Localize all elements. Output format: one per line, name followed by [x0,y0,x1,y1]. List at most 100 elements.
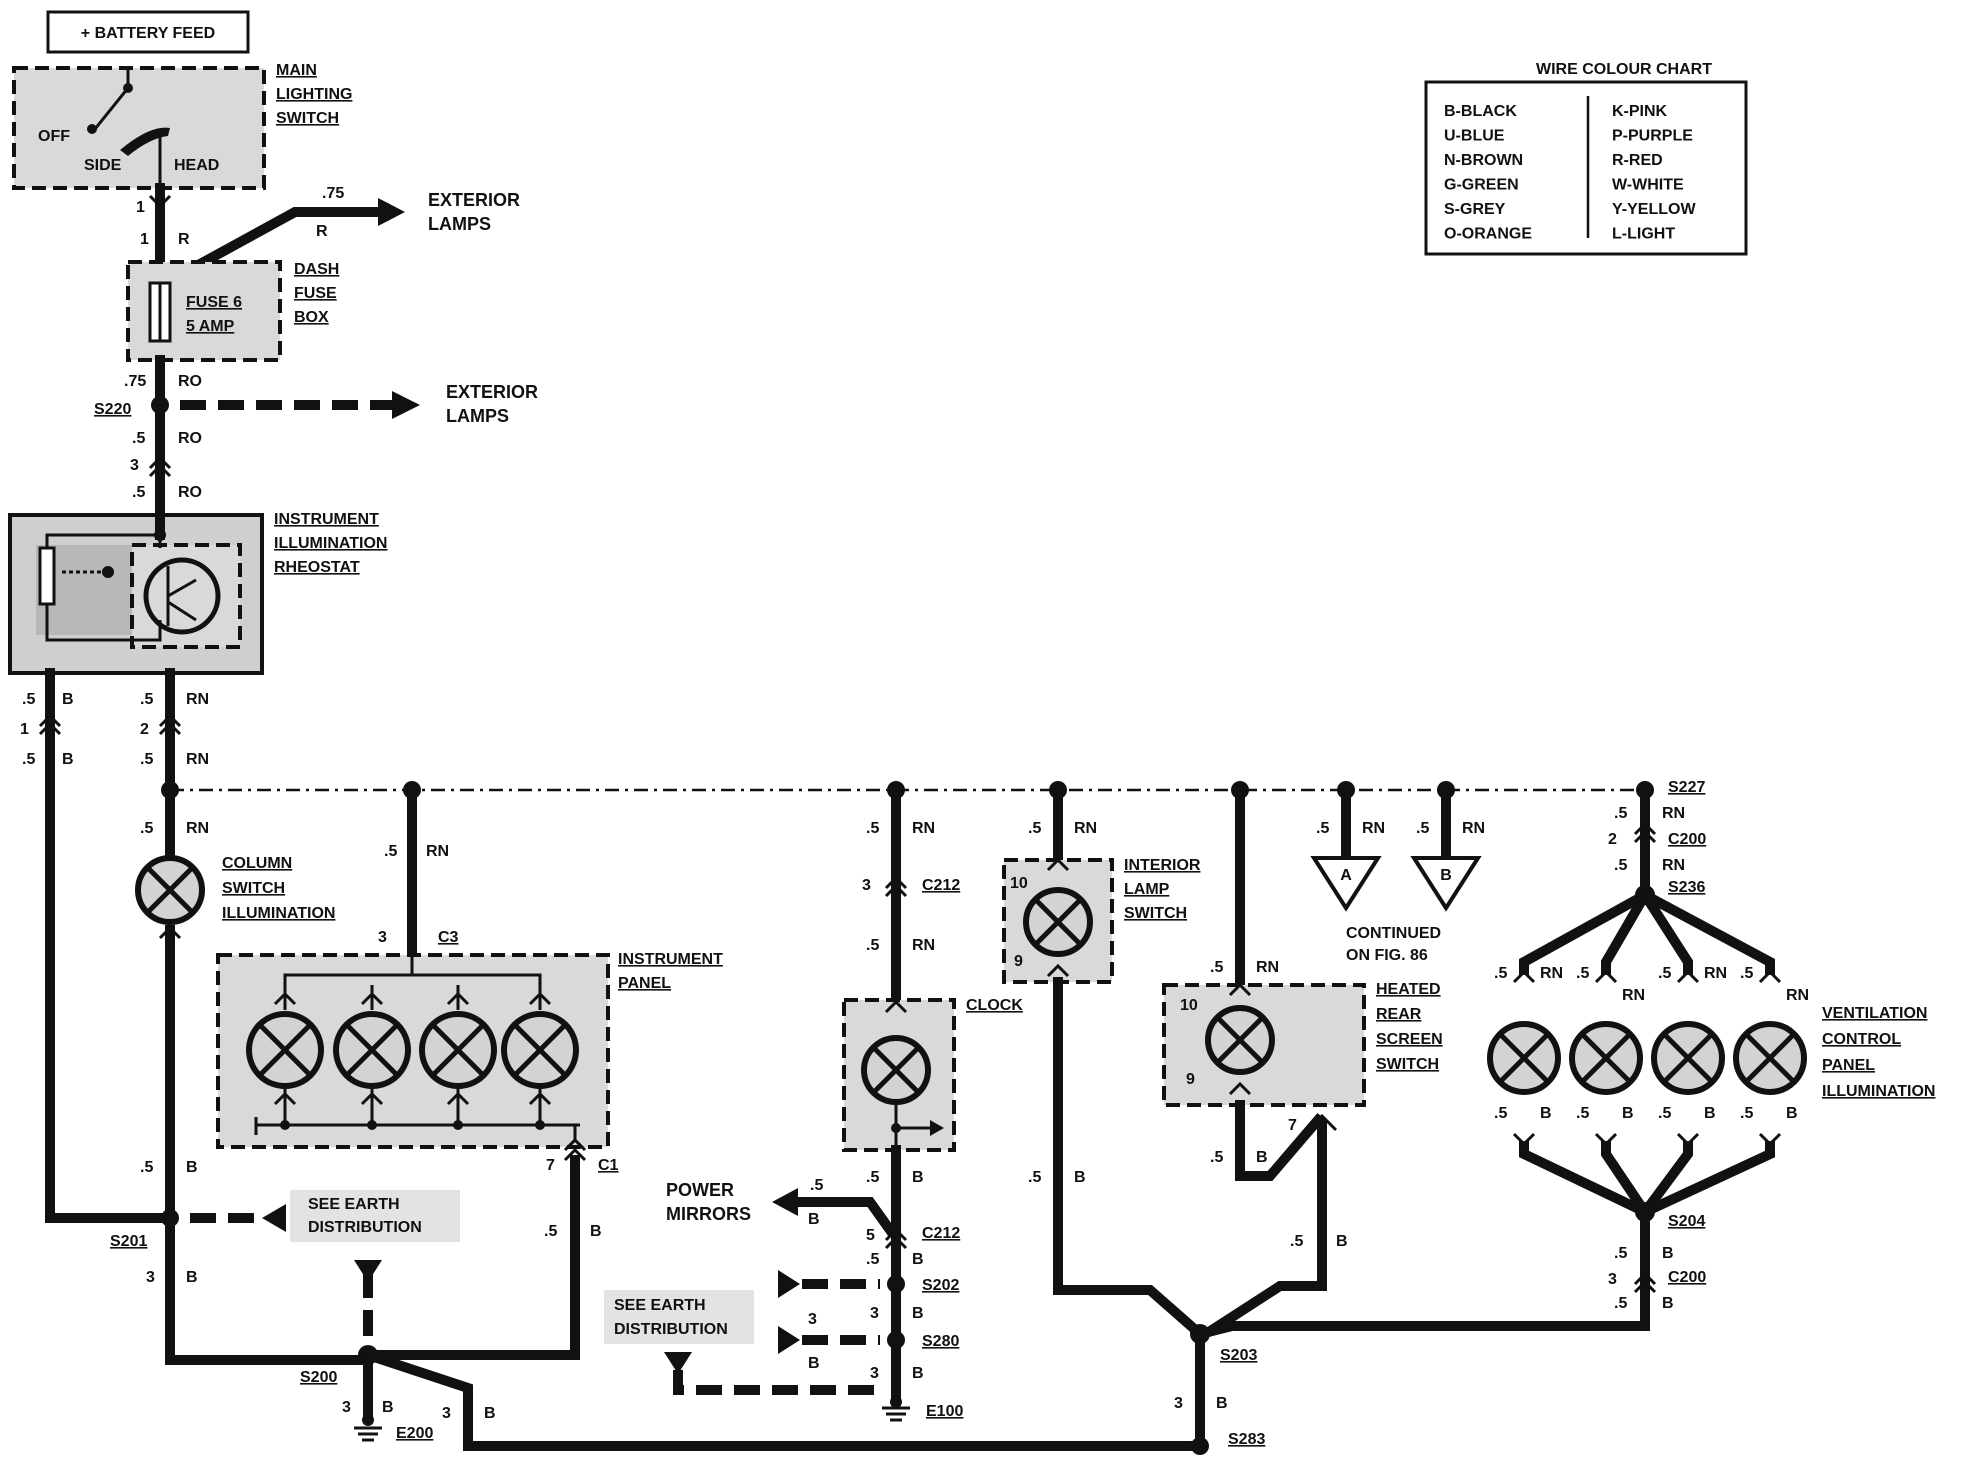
wire-color-b-4: B [186,1269,198,1286]
vent-wire-size-top: .5 [1740,965,1753,982]
splice-s203: S203 [1220,1347,1257,1364]
wire-size-5-a: .5 [132,430,145,447]
wire-size-5-mirror: .5 [810,1177,823,1194]
pin-3-s280-left: 3 [808,1311,817,1328]
column-switch-illumination: .5 RN COLUMN SWITCH ILLUMINATION [135,820,335,940]
clock: CLOCK [842,997,1023,1152]
wire-size-5-p: .5 [1028,1169,1041,1186]
wire-chart-right-entry: R-RED [1612,152,1663,169]
wire-chart-right-entry: Y-YELLOW [1612,201,1696,218]
wire-color-b-6: B [382,1399,394,1416]
pin-3: 3 [130,457,139,474]
instrument-panel: INSTRUMENT PANEL [216,951,723,1152]
wire-size-5-j: .5 [544,1223,557,1240]
see-earth-1-l2: DISTRIBUTION [308,1219,422,1236]
wire-color-b-5: B [590,1223,602,1240]
wire-color-b-17: B [1662,1245,1674,1262]
pin-1-top: 1 [136,199,145,216]
exterior-lamps-1-l1: EXTERIOR [428,190,520,210]
rheostat-label-2: ILLUMINATION [274,535,387,552]
wire-color-rn-9: RN [1362,820,1385,837]
pin-3-c200: 3 [1608,1271,1617,1288]
side-label: SIDE [84,157,122,174]
wire-color-rn-8: RN [1256,959,1279,976]
ventilation-label-4: ILLUMINATION [1822,1083,1935,1100]
wire-color-b-14: B [1256,1149,1268,1166]
wire-size-75: .75 [124,373,146,390]
heated-label-4: SWITCH [1376,1056,1439,1073]
wire-size-5-q: .5 [1210,959,1223,976]
vent-wire-color-top: RN [1704,965,1727,982]
wire-chart-title: WIRE COLOUR CHART [1536,61,1712,78]
dash-fuse-label-2: FUSE [294,285,337,302]
dash-fuse-label-1: DASH [294,261,339,278]
splice-s227: S227 [1668,779,1705,796]
battery-feed-label: + BATTERY FEED [81,25,215,42]
vent-wire-size-bottom: .5 [1494,1105,1507,1122]
exterior-lamps-1-l2: LAMPS [428,214,491,234]
wire-size-5-y: .5 [1614,1295,1627,1312]
interior-lamp-label-2: LAMP [1124,881,1170,898]
splice-s204: S204 [1668,1213,1705,1230]
wire-size-5-l: .5 [866,937,879,954]
continued-a: A [1340,867,1352,884]
wire-color-ro-1: RO [178,373,202,390]
ventilation-label-3: PANEL [1822,1057,1875,1074]
continued-label-1: CONTINUED [1346,925,1441,942]
pin-3-s280: 3 [870,1305,879,1322]
wire-size-5-b: .5 [132,484,145,501]
power-mirrors-l1: POWER [666,1180,734,1200]
instrument-panel-lamp [333,985,411,1130]
wire-color-rn-7: RN [1074,820,1097,837]
vent-wire-color-bottom: B [1622,1105,1634,1122]
exterior-lamps-2-l1: EXTERIOR [446,382,538,402]
wire-color-rn-10: RN [1462,820,1485,837]
wire-size-5-k: .5 [866,820,879,837]
pin-2-c200: 2 [1608,831,1617,848]
ventilation-label-2: CONTROL [1822,1031,1901,1048]
pin-5-c212: 5 [866,1227,875,1244]
wire-color-rn-11: RN [1662,805,1685,822]
wire-size-5-n: .5 [866,1251,879,1268]
vent-wire-size-top: .5 [1494,965,1507,982]
see-earth-1-l1: SEE EARTH [308,1196,400,1213]
vent-wire-color-top: RN [1540,965,1563,982]
instrument-panel-label-1: INSTRUMENT [618,951,723,968]
pin-7-c1: 7 [546,1157,555,1174]
wire-chart-left-entry: B-BLACK [1444,103,1517,120]
wire-color-rn-2: RN [186,751,209,768]
column-switch-label-2: SWITCH [222,880,285,897]
wire-size-5-d: .5 [22,751,35,768]
wire-size-5-w: .5 [1614,857,1627,874]
rheostat-label-3: RHEOSTAT [274,559,360,576]
wire-chart-left-entry: S-GREY [1444,201,1506,218]
splice-s201: S201 [110,1233,147,1250]
wire-color-b-18: B [1662,1295,1674,1312]
wire-colour-chart: WIRE COLOUR CHART B-BLACKU-BLUEN-BROWNG-… [1424,61,1748,256]
splice-s280: S280 [922,1333,959,1350]
instrument-panel-lamp [419,985,497,1130]
column-switch-label-3: ILLUMINATION [222,905,335,922]
wire-chart-left-entry: N-BROWN [1444,152,1523,169]
wire-size-5-c: .5 [22,691,35,708]
wire-chart-right-entry: P-PURPLE [1612,128,1693,145]
splice-s202: S202 [922,1277,959,1294]
wire-size-75-top: .75 [322,185,344,202]
wire-size-5-e: .5 [140,691,153,708]
vent-wire-color-bottom: B [1704,1105,1716,1122]
fuse-label-2: 5 AMP [186,318,235,335]
main-lighting-switch: OFF SIDE HEAD MAIN LIGHTING SWITCH [12,62,352,190]
wire-size-5-x: .5 [1614,1245,1627,1262]
continued-label-2: ON FIG. 86 [1346,947,1428,964]
see-earth-2-l1: SEE EARTH [614,1297,706,1314]
pin-3-e100: 3 [870,1365,879,1382]
wire-color-b-11: B [808,1355,820,1372]
vent-wire-size-bottom: .5 [1740,1105,1753,1122]
wire-color-b-3: B [186,1159,198,1176]
vent-wire-size-top: .5 [1658,965,1671,982]
wire-size-5-g: .5 [140,820,153,837]
earth-e100: E100 [926,1403,963,1420]
